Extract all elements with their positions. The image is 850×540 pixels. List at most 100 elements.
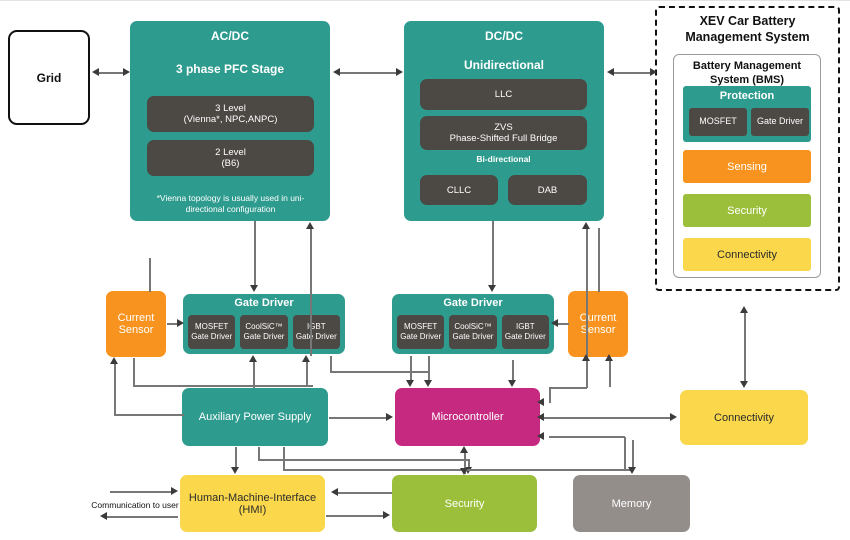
block-security[interactable]: Security <box>392 475 537 532</box>
acdc-subtitle: 3 phase PFC Stage <box>175 62 285 76</box>
conn-aux-up-gdleft2 <box>306 360 308 386</box>
acdc-title: AC/DC <box>211 29 249 43</box>
gd-r-igbt-line1: IGBT <box>515 322 535 331</box>
arrow-acdc-in-left <box>123 68 130 76</box>
conn-grid-acdc <box>98 72 124 74</box>
xev-title-line2: Management System <box>685 29 810 44</box>
current-sensor-right-line1: Current <box>579 312 617 324</box>
dcdc-llc[interactable]: LLC <box>420 79 587 110</box>
gate-driver-left-mosfet[interactable]: MOSFET Gate Driver <box>188 315 236 349</box>
gd-l-mosfet-line2: Gate Driver <box>191 332 233 341</box>
arrow-connectivity-left-in <box>670 413 677 421</box>
dcdc-dab[interactable]: DAB <box>508 175 587 205</box>
arrow-gd-left-bottom-up <box>249 355 257 362</box>
bms-security[interactable]: Security <box>683 194 811 227</box>
grid-label: Grid <box>36 70 62 85</box>
conn-gdleft-to-mcu-v <box>330 356 332 372</box>
bms-sensing[interactable]: Sensing <box>683 150 811 183</box>
conn-cs-right-top <box>598 228 600 292</box>
dcdc-zvs[interactable]: ZVS Phase-Shifted Full Bridge <box>420 116 587 150</box>
bms-connectivity-label: Connectivity <box>717 248 777 261</box>
conn-aux-to-memory-v <box>283 447 285 470</box>
arrow-grid-left <box>92 68 99 76</box>
conn-cs-left-top <box>149 258 151 292</box>
arrow-memory-top-in <box>628 467 636 474</box>
dcdc-zvs-line1: ZVS <box>494 122 513 133</box>
block-auxiliary-power-supply[interactable]: Auxiliary Power Supply <box>182 388 328 446</box>
current-sensor-left-line1: Current <box>117 312 155 324</box>
arrow-mcu-left-in <box>386 413 393 421</box>
gate-driver-group-right-title: Gate Driver <box>443 297 503 309</box>
gate-driver-left-items: MOSFET Gate Driver CoolSiC™ Gate Driver … <box>188 315 340 349</box>
arrow-mcu-top-c <box>508 380 516 387</box>
bms-title: Battery Management System (BMS) <box>673 60 821 88</box>
top-divider-rule <box>0 0 850 1</box>
arrow-cs-left-bottom-a <box>110 357 118 364</box>
conn-acdc-to-gd-left <box>254 221 256 287</box>
conn-mcu-from-gd-c <box>512 360 514 382</box>
conn-security-to-hmi <box>338 492 392 494</box>
conn-cs-right-down-a-v2 <box>549 387 551 403</box>
arrow-xev-up <box>740 306 748 313</box>
bms-title-line1: Battery Management <box>692 60 802 72</box>
dcdc-title: DC/DC <box>485 29 523 43</box>
arrow-connectivity-up <box>740 381 748 388</box>
block-memory[interactable]: Memory <box>573 475 690 532</box>
block-grid[interactable]: Grid <box>8 30 90 125</box>
bms-protection-mosfet[interactable]: MOSFET <box>689 108 747 136</box>
current-sensor-left-line2: Sensor <box>118 324 154 336</box>
current-sensor-left[interactable]: Current Sensor <box>106 291 166 357</box>
arrow-hmi-right-in <box>331 488 338 496</box>
gate-driver-left-coolsic[interactable]: CoolSiC™ Gate Driver <box>240 315 288 349</box>
block-microcontroller[interactable]: Microcontroller <box>395 388 540 446</box>
conn-hmi-to-security <box>326 515 384 517</box>
arrow-hmi-user-in <box>171 487 178 495</box>
gate-driver-right-items: MOSFET Gate Driver CoolSiC™ Gate Driver … <box>397 315 549 349</box>
arrow-gd-left-top <box>250 285 258 292</box>
bms-protection-gate-driver[interactable]: Gate Driver <box>751 108 809 136</box>
aux-label: Auxiliary Power Supply <box>198 411 312 423</box>
gd-l-coolsic-line2: Gate Driver <box>243 332 285 341</box>
conn-aux-to-mcu <box>329 417 387 419</box>
arrow-mcu-right-in-a <box>537 398 544 406</box>
block-connectivity[interactable]: Connectivity <box>680 390 808 445</box>
conn-cs-right-down-b <box>609 358 611 387</box>
gd-r-coolsic-line2: Gate Driver <box>452 332 494 341</box>
acdc-2level-line2: (B6) <box>221 158 240 169</box>
bms-protection-title: Protection <box>719 90 775 102</box>
bms-protection-gate-driver-label: Gate Driver <box>756 116 803 127</box>
conn-dcdc-to-gd-right <box>492 221 494 287</box>
gate-driver-right-mosfet[interactable]: MOSFET Gate Driver <box>397 315 445 349</box>
conn-mcu-to-connectivity <box>541 417 671 419</box>
bms-connectivity[interactable]: Connectivity <box>683 238 811 271</box>
dcdc-cllc[interactable]: CLLC <box>420 175 498 205</box>
conn-cs-left-to-gd <box>167 323 179 325</box>
gate-driver-right-coolsic[interactable]: CoolSiC™ Gate Driver <box>449 315 497 349</box>
conn-mcu-from-gd-a <box>410 356 412 382</box>
conn-cs-right-to-gd <box>557 323 569 325</box>
acdc-topology-3level[interactable]: 3 Level (Vienna*, NPC,ANPC) <box>147 96 314 132</box>
conn-cs-right-down-a-h <box>549 387 587 389</box>
arrow-hmi-top-in <box>231 467 239 474</box>
conn-cs-left-feed-b <box>133 358 135 386</box>
conn-user-out <box>106 516 178 518</box>
block-hmi[interactable]: Human-Machine-Interface (HMI) <box>180 475 325 532</box>
arrow-mcu-right-in-c <box>537 432 544 440</box>
gd-l-igbt-line2: Gate Driver <box>295 332 337 341</box>
dcdc-zvs-line2: Phase-Shifted Full Bridge <box>449 133 558 144</box>
dcdc-bidirectional-label: Bi-directional <box>476 154 531 164</box>
current-sensor-right[interactable]: Current Sensor <box>568 291 628 357</box>
arrow-dcdc-right <box>607 68 614 76</box>
bms-security-label: Security <box>727 204 767 217</box>
conn-xev-connectivity <box>744 312 746 384</box>
gate-driver-right-igbt[interactable]: IGBT Gate Driver <box>501 315 549 349</box>
conn-cs-right-down-a <box>586 358 588 388</box>
conn-mcu-from-gd-b <box>428 356 430 382</box>
conn-dcdc-xev <box>613 72 653 74</box>
acdc-topology-2level[interactable]: 2 Level (B6) <box>147 140 314 176</box>
arrow-xev-left <box>650 68 657 76</box>
conn-aux-to-security-v <box>258 447 260 460</box>
gate-driver-left-igbt[interactable]: IGBT Gate Driver <box>292 315 340 349</box>
arrow-mcu-right-in-b <box>537 413 544 421</box>
